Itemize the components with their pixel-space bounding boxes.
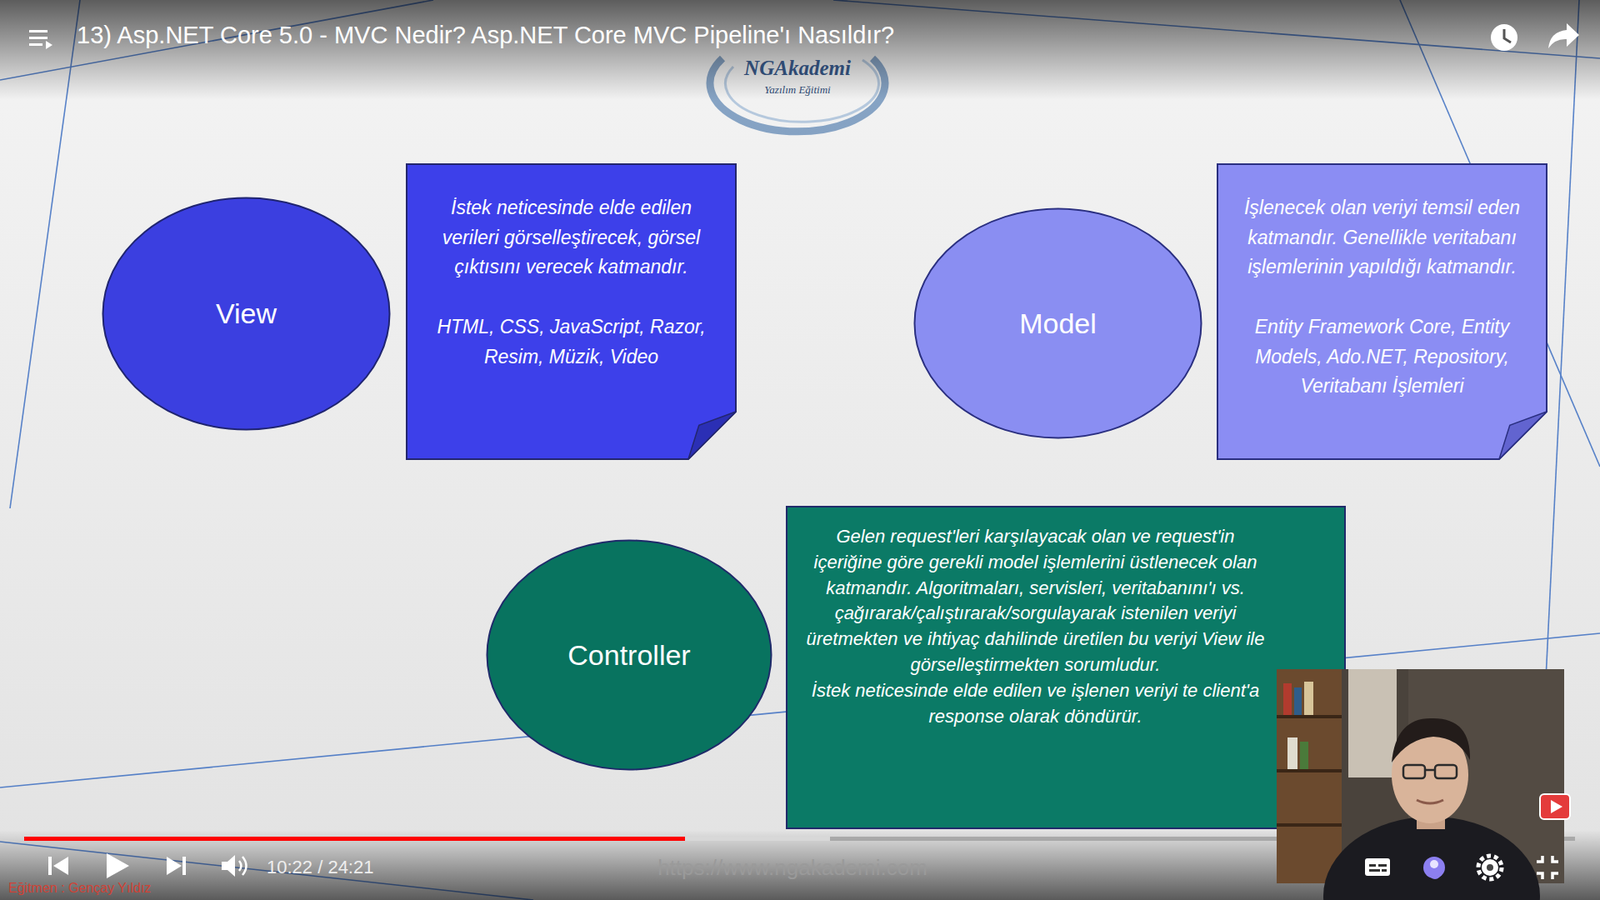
settings-icon-part <box>1486 864 1494 871</box>
playlist-icon-part <box>45 40 53 50</box>
volume-icon-part <box>239 860 242 871</box>
video-title: 13) Asp.NET Core 5.0 - MVC Nedir? Asp.NE… <box>76 21 895 50</box>
fullscreen-exit-icon <box>1536 855 1559 880</box>
subtitles-icon-part <box>1369 869 1380 872</box>
progress-bar-part <box>24 836 830 841</box>
webcam-overlay-part <box>1416 800 1444 804</box>
playlist-icon-part <box>29 43 43 46</box>
webcam-overlay-part <box>1391 718 1470 763</box>
subtitles-icon <box>1365 858 1390 876</box>
settings-icon-part <box>1478 855 1502 880</box>
logo-subtitle: Yazılım Eğitimi <box>764 83 830 97</box>
playlist-icon <box>29 30 53 50</box>
next-icon-part <box>182 856 186 875</box>
webcam-overlay-part <box>1276 669 1342 884</box>
playlist-icon-part <box>29 30 48 33</box>
webcam-overlay-part <box>1294 687 1302 715</box>
webcam-overlay-part <box>1283 683 1292 715</box>
next-icon <box>166 856 186 875</box>
fullscreen-exit-icon-part <box>1536 855 1543 862</box>
webcam-overlay-part <box>1300 741 1309 770</box>
player-icons <box>29 23 1580 880</box>
fullscreen-exit-icon-part <box>1536 873 1543 880</box>
subtitles-icon-part <box>1365 858 1390 876</box>
note-text: İstek neticesinde elde edilen verileri g… <box>420 193 722 283</box>
note-text: Gelen request'leri karşılayacak olan ve … <box>804 524 1267 679</box>
note-fold <box>1499 411 1547 460</box>
webcam-overlay-part <box>1348 669 1397 778</box>
ellipse-shape <box>487 540 772 770</box>
clock-icon <box>1490 24 1518 51</box>
fullscreen-exit-icon-part <box>1552 855 1559 862</box>
avatar-icon-part <box>1423 856 1445 879</box>
ellipse-shape <box>103 198 390 430</box>
note-shape <box>1217 164 1547 460</box>
webcam-overlay-part-part <box>1276 823 1342 827</box>
settings-icon-part <box>1481 859 1499 876</box>
note-text: Entity Framework Core, Entity Models, Ad… <box>1231 312 1533 402</box>
clock-icon-part <box>1504 29 1511 43</box>
volume-icon-part <box>221 855 235 877</box>
webcam-overlay-part-part <box>1276 715 1342 719</box>
subtitles-icon-part <box>1378 864 1387 867</box>
play-icon <box>106 853 130 879</box>
clock-icon-part <box>1490 24 1518 51</box>
subtitles-icon-part <box>1381 869 1387 872</box>
webcam-overlay <box>1276 669 1570 900</box>
ellipse-shape <box>915 209 1202 439</box>
progress-bar-part <box>24 836 685 841</box>
note-box: İşlenecek olan veriyi temsil eden katman… <box>1216 163 1548 460</box>
webcam-overlay-part-part <box>1435 765 1457 779</box>
webcam-overlay-part <box>1550 800 1563 814</box>
prev-icon-part <box>53 856 69 875</box>
volume-icon <box>221 855 247 877</box>
volume-icon-part <box>242 856 247 875</box>
note-text: İşlenecek olan veriyi temsil eden katman… <box>1231 193 1533 283</box>
layer-name: Controller <box>567 638 690 673</box>
webcam-overlay-part-part <box>1425 769 1435 772</box>
logo-text: NGAkademi <box>744 56 851 80</box>
avatar-icon-part <box>1430 860 1439 869</box>
layer-name: View <box>215 296 277 331</box>
avatar-icon <box>1423 856 1445 879</box>
note-fold <box>688 411 736 460</box>
webcam-overlay-part-part <box>1276 769 1342 773</box>
note-shape <box>786 506 1345 829</box>
webcam-overlay-part <box>1276 716 1342 825</box>
fullscreen-exit-icon-part <box>1552 873 1559 880</box>
settings-icon <box>1478 855 1502 880</box>
layer-ellipse: Model <box>913 207 1203 440</box>
note-shape <box>406 164 736 460</box>
note-box: Gelen request'leri karşılayacak olan ve … <box>785 505 1346 830</box>
layer-ellipse: Controller <box>485 539 773 771</box>
webcam-overlay-part <box>1287 737 1298 770</box>
url-watermark: https://www.ngakademi.com <box>657 855 928 881</box>
subtitles-icon-part <box>1369 864 1376 867</box>
share-icon <box>1548 23 1580 49</box>
webcam-overlay-part-part <box>1403 765 1425 779</box>
instructor-watermark: Eğitmen : Gençay Yıldız <box>8 880 151 896</box>
note-box: İstek neticesinde elde edilen verileri g… <box>405 163 737 460</box>
webcam-overlay-part <box>1403 765 1457 779</box>
next-icon-part <box>166 856 182 875</box>
note-text: İstek neticesinde elde edilen ve işlenen… <box>804 678 1267 730</box>
prev-icon <box>48 856 69 875</box>
note-text: HTML, CSS, JavaScript, Razor, Resim, Müz… <box>420 312 722 372</box>
webcam-overlay-part <box>1304 681 1314 715</box>
layer-name: Model <box>1019 306 1097 341</box>
layer-ellipse: View <box>101 196 391 431</box>
time-display: 10:22 / 24:21 <box>266 856 374 879</box>
title-shade <box>0 0 1600 100</box>
webcam-overlay-part <box>1540 794 1570 820</box>
playlist-icon-part <box>29 36 48 40</box>
prev-icon-part <box>48 856 52 875</box>
